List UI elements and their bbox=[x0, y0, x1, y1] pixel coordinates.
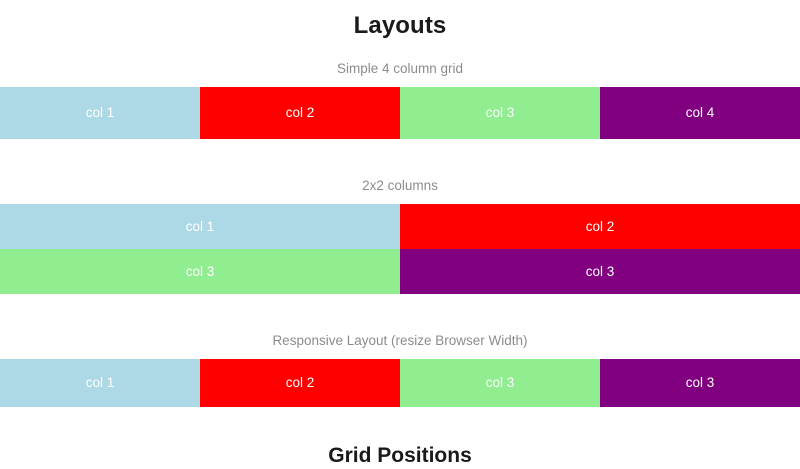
section-caption-responsive-layout: Responsive Layout (resize Browser Width) bbox=[272, 333, 528, 348]
grid-cell: col 3 bbox=[0, 249, 400, 294]
grid-cell: col 4 bbox=[600, 87, 800, 139]
grid-simple-4-column: col 1 col 2 col 3 col 4 bbox=[0, 87, 800, 139]
grid-cell: col 2 bbox=[200, 87, 400, 139]
section-responsive-layout: Responsive Layout (resize Browser Width)… bbox=[0, 294, 800, 407]
section-simple-4-column-grid: Simple 4 column grid col 1 col 2 col 3 c… bbox=[0, 40, 800, 139]
grid-cell: col 1 bbox=[0, 87, 200, 139]
grid-cell: col 1 bbox=[0, 204, 400, 249]
grid-positions-title: Grid Positions bbox=[328, 444, 472, 467]
grid-cell: col 1 bbox=[0, 359, 200, 407]
layouts-page: Layouts Simple 4 column grid col 1 col 2… bbox=[0, 12, 800, 467]
page-title: Layouts bbox=[353, 12, 447, 39]
section-2x2-columns: 2x2 columns col 1 col 2 col 3 col 3 bbox=[0, 139, 800, 294]
section-caption-2x2-columns: 2x2 columns bbox=[362, 178, 438, 193]
section-caption-simple-4-column-grid: Simple 4 column grid bbox=[336, 61, 464, 76]
grid-cell: col 3 bbox=[400, 359, 600, 407]
grid-cell: col 3 bbox=[600, 359, 800, 407]
grid-responsive-layout: col 1 col 2 col 3 col 3 bbox=[0, 359, 800, 407]
grid-cell: col 3 bbox=[400, 87, 600, 139]
grid-cell: col 3 bbox=[400, 249, 800, 294]
grid-2x2: col 1 col 2 col 3 col 3 bbox=[0, 204, 800, 294]
grid-cell: col 2 bbox=[400, 204, 800, 249]
grid-cell: col 2 bbox=[200, 359, 400, 407]
